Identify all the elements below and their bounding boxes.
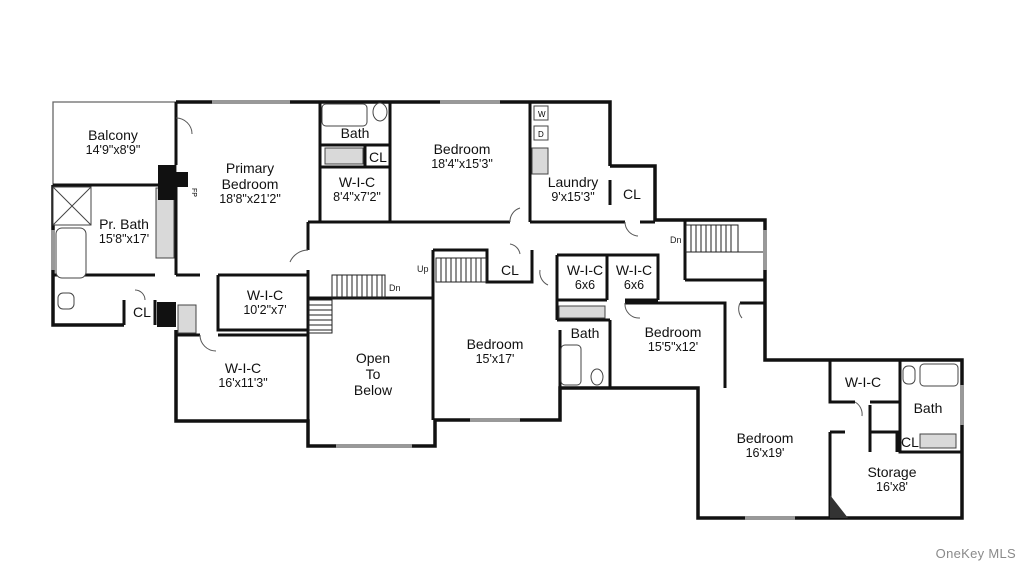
room-name: Bedroom: [433, 141, 491, 157]
room-name: W-I-C: [246, 287, 284, 303]
room-wic-4: W-I-C 6x6: [559, 262, 611, 292]
room-bedroom-right: Bedroom 16'x19': [720, 430, 810, 460]
room-cl-right: CL: [897, 434, 923, 450]
room-name-line2: To: [365, 366, 381, 383]
room-name-line3: Below: [353, 382, 393, 399]
room-cl-laundry: CL: [619, 186, 645, 202]
fireplace: [157, 165, 848, 518]
room-name: CL: [501, 262, 519, 278]
room-name: CL: [133, 304, 151, 320]
room-balcony: Balcony 14'9"x8'9": [73, 127, 153, 157]
room-name: Laundry: [547, 174, 599, 190]
room-wic-6: W-I-C: [833, 374, 893, 390]
room-storage: Storage 16'x8': [852, 464, 932, 494]
room-name-line1: Open: [355, 350, 391, 366]
washer-label: W: [538, 110, 546, 119]
room-dim: 8'4"x7'2": [333, 190, 381, 205]
room-name: CL: [623, 186, 641, 202]
room-wic-5: W-I-C 6x6: [608, 262, 660, 292]
room-wic-3: W-I-C 8'4"x7'2": [322, 174, 392, 204]
stair-down-label-2: Dn: [670, 235, 682, 245]
room-dim: 9'x15'3": [551, 190, 595, 205]
room-name: Balcony: [88, 127, 138, 143]
room-name: Bedroom: [466, 336, 524, 352]
room-dim: 6x6: [623, 278, 645, 293]
room-name: W-I-C: [615, 262, 653, 278]
room-name: Storage: [867, 464, 917, 480]
room-wic-1: W-I-C 10'2"x7': [225, 287, 305, 317]
room-name: W-I-C: [338, 174, 376, 190]
room-dim: 14'9"x8'9": [85, 143, 141, 158]
room-name: W-I-C: [566, 262, 604, 278]
room-dim: 16'x19': [745, 446, 785, 461]
stairs: [308, 224, 765, 334]
room-cl-stairs: CL: [496, 262, 524, 278]
room-bath-right: Bath: [904, 400, 952, 416]
room-dim: 15'x17': [475, 352, 515, 367]
room-pr-bath: Pr. Bath 15'8"x17': [84, 216, 164, 246]
room-name: W-I-C: [224, 360, 262, 376]
room-dim: 10'2"x7': [243, 303, 287, 318]
room-dim: 16'x11'3": [218, 376, 268, 391]
stair-down-label-1: Dn: [389, 283, 401, 293]
doors: [134, 117, 863, 417]
room-name: Bath: [570, 325, 600, 341]
room-name-line1: Primary: [225, 160, 275, 176]
room-name: Pr. Bath: [99, 216, 149, 232]
room-wic-2: W-I-C 16'x11'3": [198, 360, 288, 390]
room-dim: 6x6: [574, 278, 596, 293]
room-name: Bedroom: [736, 430, 794, 446]
room-name: Bath: [913, 400, 943, 416]
room-bedroom-mid: Bedroom 15'5"x12': [628, 324, 718, 354]
room-name: CL: [369, 149, 387, 165]
room-dim: 15'8"x17': [98, 232, 150, 247]
room-dim: 18'4"x15'3": [431, 157, 493, 172]
dryer-label: D: [538, 130, 544, 139]
room-dim: 18'8"x21'2": [219, 192, 281, 207]
room-cl-top: CL: [366, 149, 390, 165]
room-open-to-below: Open To Below: [333, 350, 413, 398]
stair-up-label: Up: [417, 264, 429, 274]
room-bath-mid: Bath: [562, 325, 608, 341]
room-name: CL: [901, 434, 919, 450]
room-dim: 16'x8': [876, 480, 908, 495]
room-name: W-I-C: [844, 374, 882, 390]
room-name-line2: Bedroom: [221, 176, 279, 193]
room-bath-top: Bath: [333, 125, 377, 141]
room-dim: 15'5"x12': [647, 340, 699, 355]
watermark: OneKey MLS: [935, 546, 1016, 561]
windows: [51, 100, 964, 520]
room-laundry: Laundry 9'x15'3": [536, 174, 610, 204]
room-cl-left: CL: [130, 304, 154, 320]
fireplace-label: FP: [190, 188, 197, 197]
room-bedroom-top: Bedroom 18'4"x15'3": [414, 141, 510, 171]
room-name: Bedroom: [644, 324, 702, 340]
room-bedroom-center: Bedroom 15'x17': [450, 336, 540, 366]
room-name: Bath: [340, 125, 370, 141]
room-primary-bedroom: Primary Bedroom 18'8"x21'2": [205, 160, 295, 207]
fixtures: [52, 102, 959, 449]
